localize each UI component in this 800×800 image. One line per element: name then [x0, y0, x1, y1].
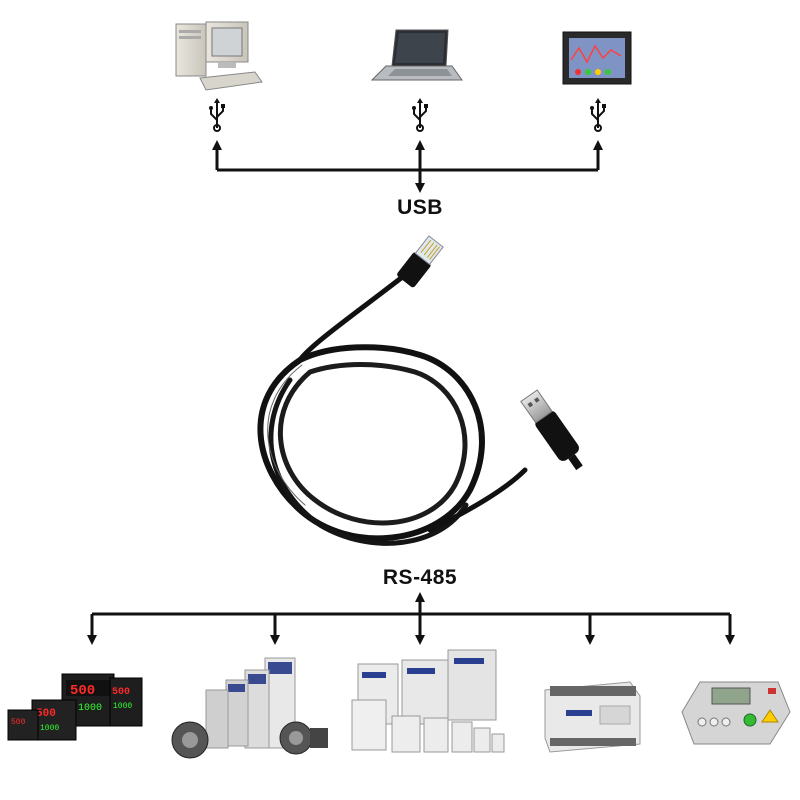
svg-text:500: 500: [70, 683, 95, 699]
temperature-controller-icon: 500 1000 500 1000 500 1000 500: [7, 673, 143, 741]
rs485-bus-lines: [87, 592, 735, 645]
svg-text:1000: 1000: [113, 702, 132, 711]
usb-symbol-icon: [209, 98, 225, 132]
svg-text:1000: 1000: [40, 724, 59, 733]
usb-rs485-cable: [257, 272, 528, 546]
rs485-label: RS-485: [382, 566, 458, 589]
svg-text:500: 500: [11, 718, 26, 727]
hmi-panel-icon: [562, 31, 632, 85]
svg-text:1000: 1000: [78, 703, 102, 714]
usb-symbol-icon: [412, 98, 428, 132]
laptop-icon: [370, 29, 463, 81]
servo-drive-icon: [171, 657, 328, 759]
rj45-connector-icon: [397, 235, 444, 288]
usb-symbol-icon: [590, 98, 606, 132]
svg-text:500: 500: [36, 708, 56, 720]
text-panel-icon: [681, 681, 791, 745]
usb-plug-icon: [520, 389, 583, 471]
usb-bus-lines: [212, 140, 603, 193]
inverter-icon: [351, 649, 505, 753]
usb-label: USB: [397, 196, 443, 219]
svg-text:500: 500: [112, 687, 130, 698]
desktop-pc-icon: [175, 21, 263, 91]
plc-icon: [544, 681, 641, 753]
